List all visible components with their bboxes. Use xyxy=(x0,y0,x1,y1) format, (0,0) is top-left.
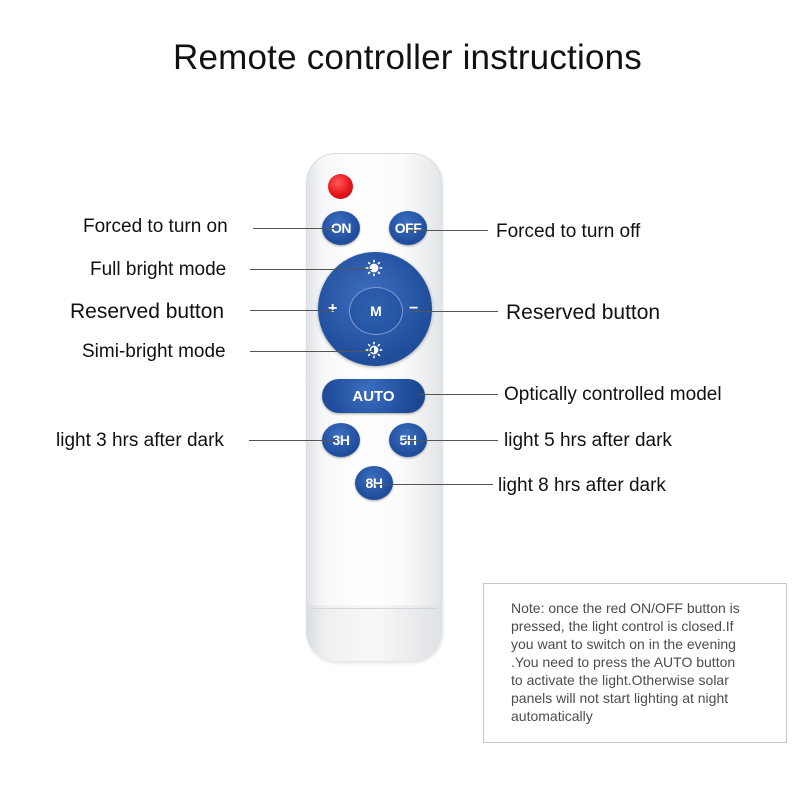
minus-button[interactable]: − xyxy=(409,300,419,317)
note-line: to activate the light.Otherwise solar xyxy=(511,672,729,688)
leader-line-on xyxy=(253,228,336,229)
page-title: Remote controller instructions xyxy=(173,38,642,77)
label-8h: light 8 hrs after dark xyxy=(498,475,666,496)
note-line: Note: once the red ON/OFF button is xyxy=(511,600,740,616)
leader-line-reserved-left xyxy=(250,310,334,311)
sun-half-icon[interactable] xyxy=(365,341,383,359)
sun-full-icon[interactable] xyxy=(365,259,383,277)
label-forced-off: Forced to turn off xyxy=(496,221,641,242)
leader-line-8h xyxy=(375,484,493,485)
label-forced-on: Forced to turn on xyxy=(83,216,228,237)
leader-line-5h xyxy=(404,440,498,441)
note-line: .You need to press the AUTO button xyxy=(511,654,736,670)
note-box: Note: once the red ON/OFF button is pres… xyxy=(483,583,787,743)
leader-line-full-bright xyxy=(250,269,372,270)
auto-button[interactable]: AUTO xyxy=(322,379,425,413)
label-optically-controlled: Optically controlled model xyxy=(504,384,722,405)
label-reserved-left: Reserved button xyxy=(70,300,225,323)
label-simi-bright: Simi-bright mode xyxy=(82,341,226,362)
leader-line-off xyxy=(408,230,488,231)
leader-line-3h xyxy=(249,440,337,441)
remote-seam xyxy=(310,608,438,609)
plus-button[interactable]: + xyxy=(328,300,338,317)
off-button[interactable]: OFF xyxy=(389,211,427,245)
red-indicator-led-icon xyxy=(328,174,353,199)
leader-line-reserved-right xyxy=(412,311,498,312)
remote-bottom-section xyxy=(306,605,442,661)
8h-button[interactable]: 8H xyxy=(355,466,393,500)
label-full-bright: Full bright mode xyxy=(90,259,227,280)
note-line: pressed, the light control is closed.If xyxy=(511,618,734,634)
label-reserved-right: Reserved button xyxy=(506,301,661,324)
label-3h: light 3 hrs after dark xyxy=(56,430,224,451)
note-line: automatically xyxy=(511,708,593,724)
note-line: you want to switch on in the evening xyxy=(511,636,736,652)
note-line: panels will not start lighting at night xyxy=(511,690,729,706)
mode-center-button[interactable]: M xyxy=(349,287,403,335)
leader-line-simi-bright xyxy=(250,351,372,352)
label-5h: light 5 hrs after dark xyxy=(504,430,672,451)
leader-line-auto xyxy=(418,394,498,395)
